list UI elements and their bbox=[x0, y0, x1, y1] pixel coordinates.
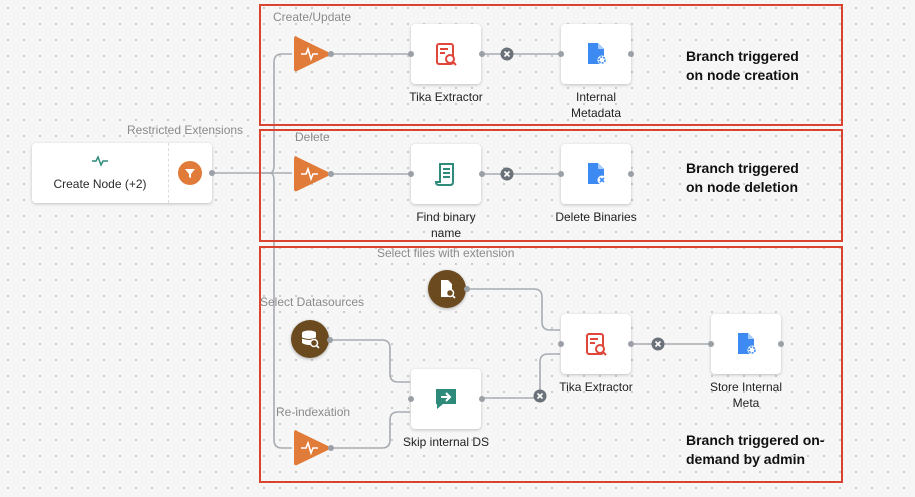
label-select-datasources: Select Datasources bbox=[260, 295, 365, 309]
filter-icon bbox=[185, 169, 195, 178]
metadata-icon bbox=[738, 333, 757, 355]
label-internal-metadata: Internal Metadata bbox=[570, 90, 622, 120]
output-port[interactable] bbox=[328, 51, 334, 57]
label-delete-binaries: Delete Binaries bbox=[555, 210, 637, 224]
node-find-binary-name[interactable] bbox=[411, 144, 481, 204]
node-tika-extractor-1[interactable] bbox=[411, 24, 481, 84]
node-store-internal-meta[interactable] bbox=[711, 314, 781, 374]
branch-box-create-update bbox=[259, 4, 843, 126]
remove-connection-icon[interactable] bbox=[533, 389, 547, 403]
tika-icon bbox=[436, 43, 457, 66]
file-search-icon bbox=[441, 280, 456, 299]
input-port[interactable] bbox=[408, 51, 414, 57]
remove-connection-icon[interactable] bbox=[651, 337, 665, 351]
scroll-icon bbox=[434, 163, 454, 186]
input-port[interactable] bbox=[558, 51, 564, 57]
trigger-delete[interactable] bbox=[292, 154, 332, 194]
node-select-files[interactable] bbox=[428, 270, 466, 308]
trigger-create-update[interactable] bbox=[292, 34, 332, 74]
label-restricted-extensions: Restricted Extensions bbox=[127, 123, 244, 137]
output-port[interactable] bbox=[479, 171, 485, 177]
create-node-trigger[interactable]: Create Node (+2) bbox=[32, 143, 212, 203]
output-port[interactable] bbox=[209, 170, 215, 176]
trigger-label: Create Node (+2) bbox=[53, 177, 147, 191]
input-port[interactable] bbox=[408, 396, 414, 402]
output-port[interactable] bbox=[628, 171, 634, 177]
input-port[interactable] bbox=[558, 171, 564, 177]
output-port[interactable] bbox=[628, 51, 634, 57]
branch-title-create-update: Create/Update bbox=[273, 10, 352, 24]
node-tika-extractor-2[interactable] bbox=[561, 314, 631, 374]
branch-note-delete: Branch triggered on node deletion bbox=[686, 160, 799, 195]
output-port[interactable] bbox=[778, 341, 784, 347]
output-port[interactable] bbox=[628, 341, 634, 347]
branch-note-admin: Branch triggered on- demand by admin bbox=[686, 432, 825, 467]
label-skip-internal-ds: Skip internal DS bbox=[402, 435, 490, 449]
message-arrow-icon bbox=[436, 389, 456, 409]
metadata-icon bbox=[588, 43, 607, 65]
output-port[interactable] bbox=[464, 286, 470, 292]
wire-to-createupdate bbox=[269, 53, 292, 174]
node-skip-internal-ds[interactable] bbox=[411, 369, 481, 429]
output-port[interactable] bbox=[327, 337, 333, 343]
trigger-reindex[interactable] bbox=[292, 428, 332, 468]
branch-box-delete bbox=[259, 129, 843, 242]
label-find-binary-name: Find binary name bbox=[416, 210, 476, 240]
node-internal-metadata[interactable] bbox=[561, 24, 631, 84]
wire-reindex-skip bbox=[331, 411, 410, 449]
trigger-main[interactable]: Create Node (+2) bbox=[32, 143, 169, 203]
label-tika-extractor-1: Tika Extractor bbox=[409, 90, 483, 104]
label-reindexation: Re-indexation bbox=[276, 405, 351, 419]
input-port[interactable] bbox=[558, 341, 564, 347]
input-port[interactable] bbox=[708, 341, 714, 347]
branch-title-delete: Delete bbox=[295, 130, 330, 144]
output-port[interactable] bbox=[328, 445, 334, 451]
input-port[interactable] bbox=[408, 171, 414, 177]
output-port[interactable] bbox=[479, 396, 485, 402]
label-select-files: Select files with extension bbox=[377, 246, 515, 260]
delete-file-icon bbox=[588, 163, 607, 185]
filter-button[interactable] bbox=[178, 161, 202, 185]
branch-box-admin bbox=[259, 246, 843, 483]
output-port[interactable] bbox=[479, 51, 485, 57]
wire-files-tika2 bbox=[467, 288, 560, 331]
node-delete-binaries[interactable] bbox=[561, 144, 631, 204]
database-search-icon bbox=[301, 330, 320, 349]
pulse-icon bbox=[92, 155, 108, 167]
remove-connection-icon[interactable] bbox=[500, 167, 514, 181]
wire-to-reindex bbox=[269, 172, 292, 449]
label-store-internal-meta: Store Internal Meta bbox=[709, 380, 783, 410]
remove-connection-icon[interactable] bbox=[500, 47, 514, 61]
branch-note-create: Branch triggered on node creation bbox=[686, 48, 799, 83]
node-select-datasources[interactable] bbox=[291, 320, 329, 358]
tika-icon bbox=[586, 333, 607, 356]
output-port[interactable] bbox=[328, 171, 334, 177]
wire-ds-skip bbox=[330, 339, 410, 383]
label-tika-extractor-2: Tika Extractor bbox=[559, 380, 633, 394]
